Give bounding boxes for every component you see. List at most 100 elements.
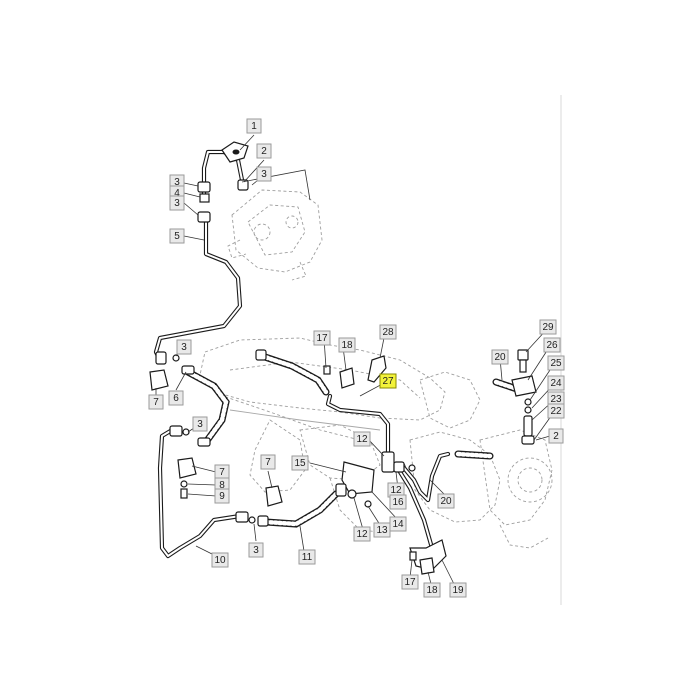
callout-27-highlighted[interactable]: 27 <box>379 373 397 389</box>
callout-number: 12 <box>356 434 368 445</box>
fittings-and-clips <box>149 141 537 575</box>
bolt-shank <box>519 359 527 373</box>
pipe-clip <box>339 367 355 389</box>
callout-number: 6 <box>173 393 179 404</box>
bolt <box>180 488 188 499</box>
callout-20[interactable]: 20 <box>437 493 455 509</box>
callout-box <box>192 416 208 432</box>
callout-number: 3 <box>261 169 267 180</box>
callout-box <box>169 228 185 244</box>
callout-7[interactable]: 7 <box>214 464 230 480</box>
callout-5[interactable]: 5 <box>169 228 185 244</box>
callout-7[interactable]: 7 <box>148 394 164 410</box>
caliper-fitting-nut <box>521 435 535 445</box>
callout-17[interactable]: 17 <box>401 574 419 590</box>
callout-box <box>246 118 262 134</box>
callout-number: 3 <box>197 419 203 430</box>
callout-box <box>256 143 272 159</box>
callout-number: 13 <box>376 525 388 536</box>
callout-box <box>176 339 192 355</box>
callout-box <box>389 516 407 532</box>
callout-box <box>353 526 371 542</box>
bolt <box>409 551 417 561</box>
hose-end <box>181 365 195 375</box>
callout-box <box>291 455 309 471</box>
callout-2[interactable]: 2 <box>548 428 564 444</box>
callout-22[interactable]: 22 <box>547 403 565 419</box>
callout-6[interactable]: 6 <box>168 390 184 406</box>
callout-box <box>313 330 331 346</box>
callout-number: 11 <box>302 552 313 563</box>
callout-box <box>379 324 397 340</box>
callout-number: 29 <box>542 322 554 333</box>
callout-28[interactable]: 28 <box>379 324 397 340</box>
callout-box <box>547 375 565 391</box>
washer <box>408 464 416 472</box>
callout-2[interactable]: 2 <box>256 143 272 159</box>
callout-number: 24 <box>550 378 562 389</box>
callout-box <box>338 337 356 353</box>
pump-assembly-outline <box>227 189 323 281</box>
callout-17[interactable]: 17 <box>313 330 331 346</box>
callout-11[interactable]: 11 <box>298 549 316 565</box>
callout-16[interactable]: 16 <box>389 494 407 510</box>
callout-19[interactable]: 19 <box>449 582 467 598</box>
callout-number: 2 <box>261 146 267 157</box>
callout-box <box>169 195 185 211</box>
callout-number: 27 <box>382 376 394 387</box>
callout-3[interactable]: 3 <box>169 195 185 211</box>
washer <box>182 428 190 436</box>
callout-24[interactable]: 24 <box>547 375 565 391</box>
hose-end <box>335 483 347 497</box>
pipe-fitting <box>169 425 183 437</box>
washer <box>172 354 180 362</box>
callout-18[interactable]: 18 <box>338 337 356 353</box>
callout-20[interactable]: 20 <box>491 349 509 365</box>
callout-25[interactable]: 25 <box>547 355 565 371</box>
callout-number: 3 <box>174 177 180 188</box>
callout-14[interactable]: 14 <box>389 516 407 532</box>
callout-1[interactable]: 1 <box>246 118 262 134</box>
callout-3[interactable]: 3 <box>248 542 264 558</box>
callout-number: 18 <box>341 340 353 351</box>
callout-29[interactable]: 29 <box>539 319 557 335</box>
callout-3[interactable]: 3 <box>256 166 272 182</box>
callout-3[interactable]: 3 <box>176 339 192 355</box>
callout-26[interactable]: 26 <box>543 337 561 353</box>
callout-number: 2 <box>553 431 559 442</box>
callout-box <box>260 454 276 470</box>
callout-3[interactable]: 3 <box>192 416 208 432</box>
callout-number: 26 <box>546 340 558 351</box>
washer <box>524 406 532 414</box>
callout-12[interactable]: 12 <box>353 431 371 447</box>
callout-number: 25 <box>550 358 562 369</box>
banjo-union <box>511 375 537 397</box>
pipe-clip <box>149 369 169 391</box>
callout-box <box>248 542 264 558</box>
callout-13[interactable]: 13 <box>373 522 391 538</box>
callout-number: 20 <box>440 496 452 507</box>
bracket <box>409 539 447 571</box>
callout-7[interactable]: 7 <box>260 454 276 470</box>
hose-end <box>197 437 211 447</box>
callout-box <box>423 582 441 598</box>
callout-box <box>379 373 397 389</box>
callout-box <box>491 349 509 365</box>
brake-pipe-lines <box>153 149 451 559</box>
pipe-fitting <box>155 351 167 365</box>
callout-box <box>214 488 230 504</box>
callout-number: 7 <box>153 397 159 408</box>
callout-12[interactable]: 12 <box>353 526 371 542</box>
callout-9[interactable]: 9 <box>214 488 230 504</box>
pipe-fitting <box>235 511 249 523</box>
callout-box <box>298 549 316 565</box>
callout-10[interactable]: 10 <box>211 552 229 568</box>
callout-box <box>353 431 371 447</box>
callout-18[interactable]: 18 <box>423 582 441 598</box>
callout-15[interactable]: 15 <box>291 455 309 471</box>
washer <box>364 500 372 508</box>
washer <box>180 480 188 488</box>
callout-number: 19 <box>452 585 464 596</box>
union-fitting <box>199 193 210 203</box>
